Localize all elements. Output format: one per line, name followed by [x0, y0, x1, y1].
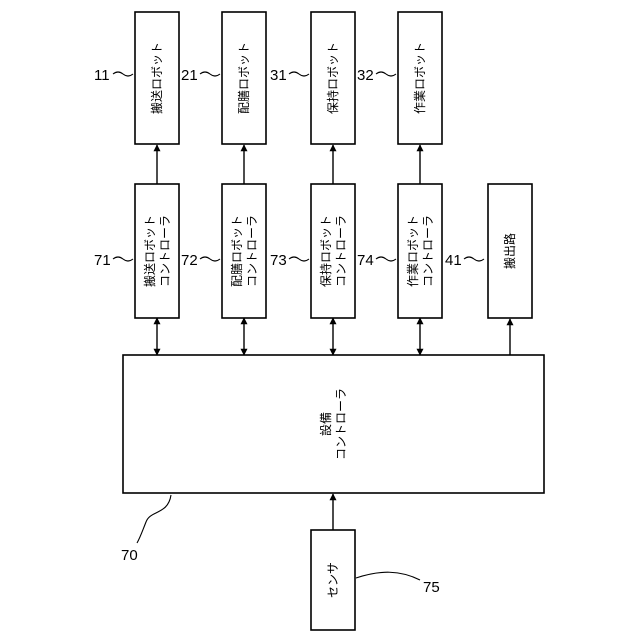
ref-31: 31: [270, 67, 287, 84]
leader-41: [464, 257, 484, 261]
robot-label-transport: 搬送ロボット: [149, 42, 164, 114]
ref-75: 75: [423, 579, 440, 596]
controller-line2-work: コントローラ: [421, 215, 435, 287]
controller-box-work: 作業ロボット コントローラ: [398, 184, 442, 318]
controller-line1-transport: 搬送ロボット: [142, 215, 157, 287]
outlet-label: 搬出路: [502, 233, 517, 269]
leader-11: [113, 72, 133, 76]
leader-70: [137, 495, 171, 543]
leader-72: [200, 257, 220, 261]
controller-box-serving: 配膳ロボット コントローラ: [222, 184, 266, 318]
ref-32: 32: [357, 67, 374, 84]
facility-line1: 設備: [318, 412, 333, 436]
ref-71: 71: [94, 252, 111, 269]
controller-line1-serving: 配膳ロボット: [229, 215, 244, 287]
leader-32: [376, 72, 396, 76]
ref-21: 21: [181, 67, 198, 84]
controller-line1-work: 作業ロボット: [406, 215, 420, 287]
sensor-label: センサ: [326, 562, 340, 598]
controller-line2-transport: コントローラ: [158, 215, 172, 287]
controller-box-transport: 搬送ロボット コントローラ: [135, 184, 179, 318]
controller-line2-serving: コントローラ: [245, 215, 259, 287]
sensor-box: センサ: [311, 530, 355, 630]
outlet-box: 搬出路: [488, 184, 532, 318]
leader-21: [200, 72, 220, 76]
leader-75: [356, 572, 420, 580]
leader-71: [113, 257, 133, 261]
robot-box-transport: 搬送ロボット: [135, 12, 179, 144]
leader-31: [289, 72, 309, 76]
leader-74: [376, 257, 396, 261]
robot-label-holding: 保持ロボット: [325, 42, 340, 114]
robot-box-serving: 配膳ロボット: [222, 12, 266, 144]
robot-label-work: 作業ロボット: [413, 42, 427, 114]
ref-41: 41: [445, 252, 462, 269]
robot-label-serving: 配膳ロボット: [236, 42, 251, 114]
facility-controller-box: 設備 コントローラ: [123, 355, 544, 493]
ref-72: 72: [181, 252, 198, 269]
controller-line1-holding: 保持ロボット: [318, 215, 333, 287]
controller-box-holding: 保持ロボット コントローラ: [311, 184, 355, 318]
controller-line2-holding: コントローラ: [334, 215, 348, 287]
robot-box-work: 作業ロボット: [398, 12, 442, 144]
ref-73: 73: [270, 252, 287, 269]
ref-74: 74: [357, 252, 374, 269]
leader-73: [289, 257, 309, 261]
facility-line2: コントローラ: [334, 388, 348, 460]
ref-70: 70: [121, 547, 138, 564]
robot-box-holding: 保持ロボット: [311, 12, 355, 144]
ref-11: 11: [94, 67, 110, 84]
